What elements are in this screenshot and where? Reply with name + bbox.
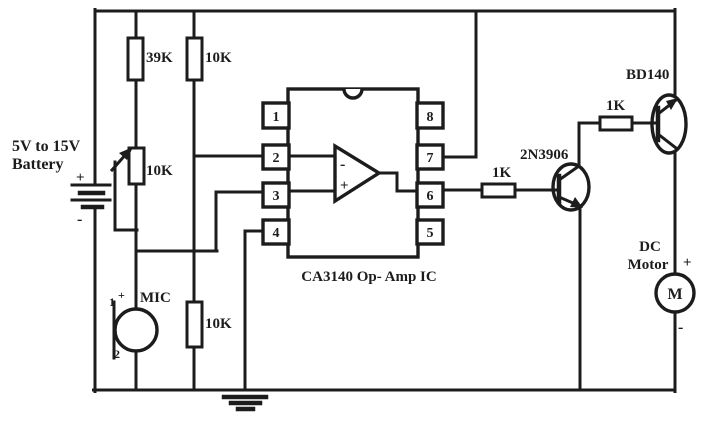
opamp-output-lead <box>376 171 419 193</box>
ic-caption: CA3140 Op- Amp IC <box>301 269 436 285</box>
resistor-10k-mic-label: 10K <box>205 316 232 332</box>
ic-pin-6-number: 6 <box>427 189 434 204</box>
mic-terminal-1-sign: + <box>118 288 125 302</box>
battery-minus-sign: - <box>77 211 82 228</box>
ic-pin-8-number: 8 <box>427 110 434 125</box>
resistor-10k-top-body <box>185 36 204 82</box>
opamp-noninv-sign: + <box>340 178 349 194</box>
potentiometer-10k-label: 10K <box>146 163 173 179</box>
ic-pin-7-box <box>415 143 445 171</box>
ground-symbol <box>221 394 269 412</box>
dc-motor: M DC Motor + - <box>628 239 696 336</box>
ic-pin-1-number: 1 <box>273 110 280 125</box>
ic-pin-5-number: 5 <box>427 226 434 241</box>
ic-pin-1-box <box>261 101 291 130</box>
motor-label-motor: Motor <box>628 257 669 273</box>
ic-pin-4-number: 4 <box>273 226 280 241</box>
wiper-arrowhead <box>119 147 133 160</box>
potentiometer-10k-body <box>127 146 146 186</box>
ic-pin-5: 5 <box>415 218 445 246</box>
motor-plus-sign: + <box>683 255 692 271</box>
ic-pin-7: 7 <box>415 143 445 171</box>
transistor-2n3906 <box>548 162 591 212</box>
opamp-triangle <box>333 142 383 205</box>
battery-plus-sign: + <box>76 170 85 186</box>
battery-symbol <box>70 183 112 210</box>
ic-pin-2-number: 2 <box>273 151 280 166</box>
opamp-inv-sign: - <box>340 156 345 173</box>
resistor-1k-q1-label: 1K <box>492 165 512 181</box>
ic-pin-1: 1 <box>261 101 291 130</box>
power-rails <box>92 8 677 393</box>
resistor-1k-q2-body <box>598 115 634 132</box>
wire-pot-wiper <box>113 160 139 232</box>
resistor-1k-q1-body <box>480 182 517 199</box>
wire-pin7 <box>441 9 478 159</box>
labels: 5V to 15V Battery + - 39K 10K 10K 10K 1K… <box>12 50 669 332</box>
ic-pin-2: 2 <box>261 143 291 171</box>
mic-terminal-1-label: 1 <box>109 295 115 309</box>
q1-emitter-arrowhead <box>570 197 583 208</box>
motor-label-dc: DC <box>639 239 661 255</box>
resistor-39k-label: 39K <box>146 50 173 66</box>
ic-pin-8: 8 <box>415 101 445 130</box>
ic-notch <box>342 88 364 100</box>
mic-label: MIC <box>140 290 171 306</box>
transistor-bd140 <box>648 93 688 155</box>
motor-symbol: M <box>667 286 682 303</box>
ic-pin-3-box <box>261 181 291 209</box>
q2-collector-line <box>655 131 679 151</box>
transistor-q2-label: BD140 <box>626 67 669 83</box>
wire-pin4 <box>243 229 265 392</box>
q1-collector-line <box>556 163 582 183</box>
ic-pin-5-box <box>415 218 445 246</box>
motor-minus-sign: - <box>678 319 683 336</box>
ic-pin-2-box <box>261 143 291 171</box>
microphone: 1 + 2 MIC <box>109 288 171 361</box>
potentiometer-wiper-arrow <box>109 147 133 173</box>
ic-pin-6-box <box>415 181 445 209</box>
battery-label-line1: 5V to 15V <box>12 138 81 155</box>
ic-pin-3: 3 <box>261 181 291 209</box>
ic-pin-4: 4 <box>261 218 291 246</box>
resistor-10k-top-label: 10K <box>205 50 232 66</box>
mic-body <box>113 307 159 353</box>
wire-pin3 <box>214 190 265 253</box>
ic-pin-6: 6 <box>415 181 445 209</box>
ic-pin-3-number: 3 <box>273 189 280 204</box>
battery-label-line2: Battery <box>12 156 64 173</box>
mic-terminal-2-label: 2 <box>114 347 120 361</box>
transistor-q1-label: 2N3906 <box>520 147 569 163</box>
ic-pin-4-box <box>261 218 291 246</box>
ic-pin-7-number: 7 <box>427 151 434 166</box>
resistor-39k-body <box>126 36 145 82</box>
resistor-1k-q2-label: 1K <box>606 98 626 114</box>
ic-pin-8-box <box>415 101 445 130</box>
motor-body <box>654 272 696 314</box>
q2-emitter-arrowhead <box>666 98 678 110</box>
ic-ca3140: - + 1 2 3 4 8 7 6 <box>261 87 445 285</box>
resistor-10k-mic-body <box>185 300 204 349</box>
